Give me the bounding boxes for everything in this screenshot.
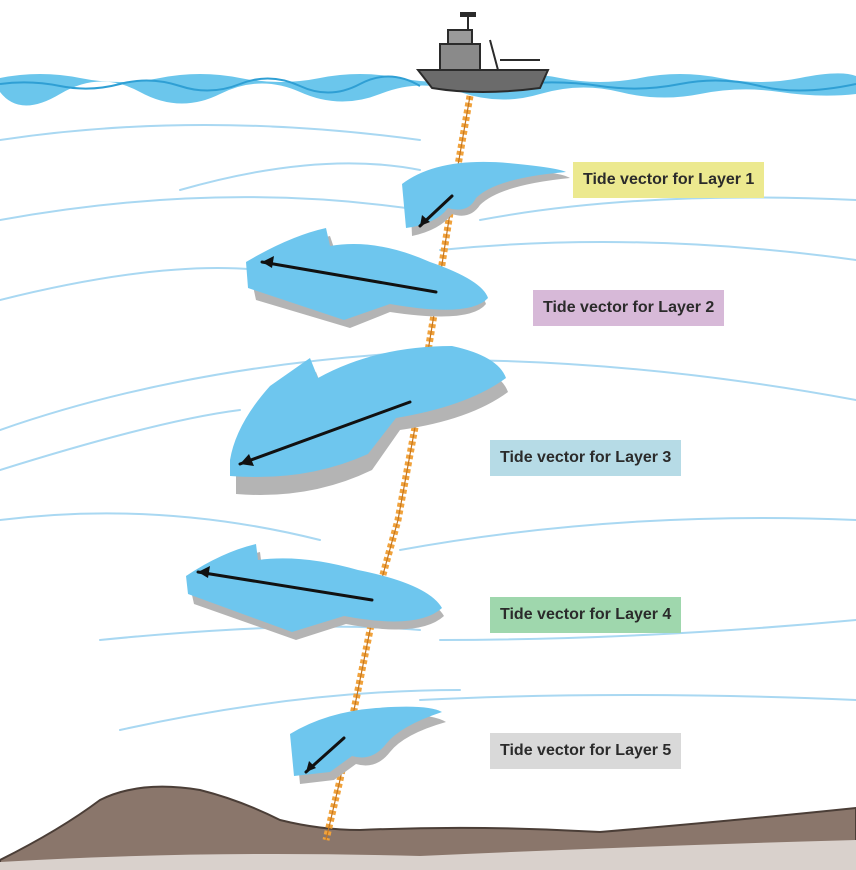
label-layer-5: Tide vector for Layer 5 — [490, 733, 681, 769]
survey-ship-icon — [418, 12, 548, 92]
tide-vector-arrow-layer-4 — [186, 544, 444, 640]
tide-vector-arrow-layer-1 — [402, 162, 570, 236]
label-layer-3: Tide vector for Layer 3 — [490, 440, 681, 476]
seabed — [0, 787, 856, 870]
tide-vector-arrow-layer-2 — [246, 228, 488, 328]
label-layer-4: Tide vector for Layer 4 — [490, 597, 681, 633]
tide-vector-arrow-layer-3 — [230, 346, 508, 495]
tide-vector-arrow-layer-5 — [290, 707, 446, 784]
label-layer-1: Tide vector for Layer 1 — [573, 162, 764, 198]
label-layer-2: Tide vector for Layer 2 — [533, 290, 724, 326]
